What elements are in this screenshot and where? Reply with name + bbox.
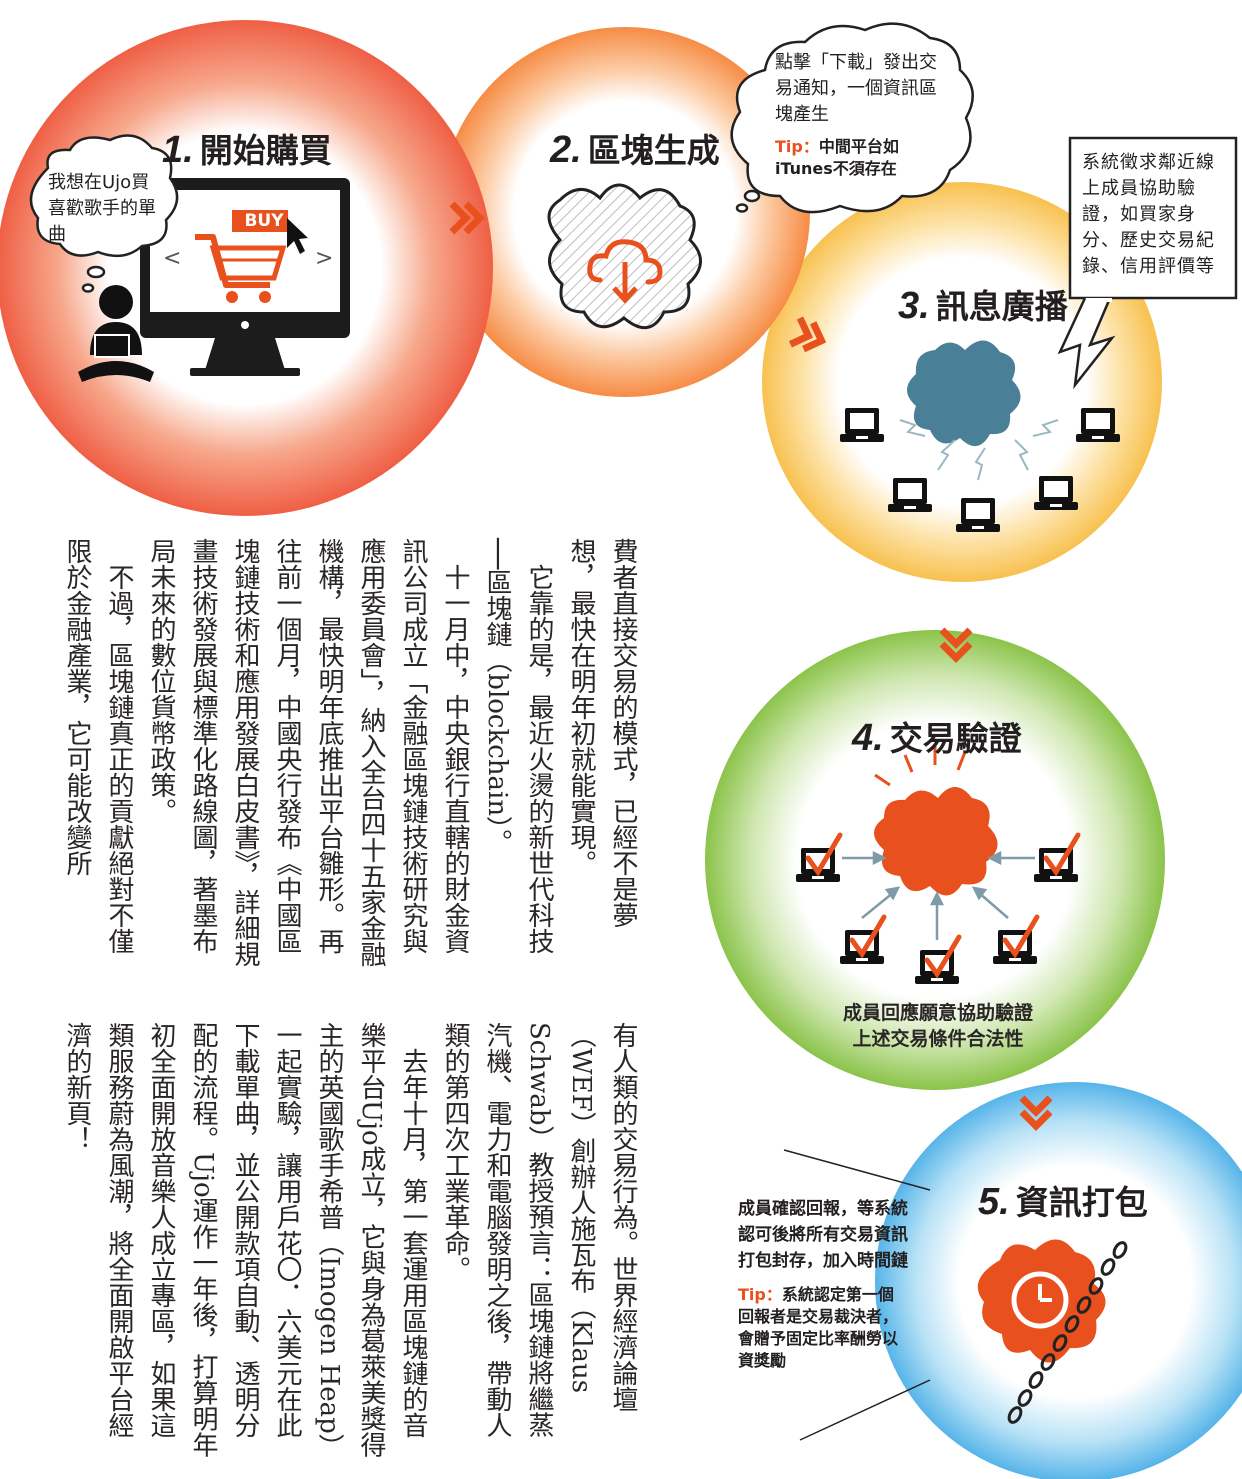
thought-text-step1: 我想在Ujo買喜歡歌手的單曲 (48, 172, 156, 245)
person-laptop-icon (78, 285, 154, 382)
step1-title: 1.開始購買 (162, 129, 332, 171)
thought-bubble-step1 (29, 134, 179, 293)
step4-title: 4.交易驗證 (852, 717, 1022, 759)
callout-text-step3: 系統徵求鄰近線上成員協助驗證，如買家身分、歷史交易紀錄、信用評價等 (1082, 152, 1215, 277)
note-step5: 成員確認回報，等系統認可後將所有交易資訊打包封存，加入時間鏈 Tip：系統認定第… (738, 1199, 908, 1370)
puzzle-piece-icon (547, 183, 702, 329)
puzzle-piece-orange-icon (874, 745, 998, 896)
signal-zigzags (899, 419, 1059, 481)
thought-bubble-step2 (730, 22, 974, 214)
laptop-icon (956, 498, 1000, 532)
paragraph: 它靠的是，最近火燙的新世代科技──區塊鏈（blockchain）。 (482, 538, 554, 954)
laptop-icon (888, 478, 932, 512)
laptop-icon (1034, 476, 1078, 510)
pointer-line (783, 1149, 931, 1191)
paragraph: 不過，區塊鏈真正的貢獻絕對不僅限於金融產業，它可能改變所 (62, 538, 134, 954)
caption-step4: 成員回應願意協助驗證 上述交易條件合法性 (842, 1002, 1033, 1050)
lightning-icon (1057, 297, 1116, 390)
laptop-icon (840, 930, 884, 964)
puzzle-piece-blue-icon (907, 340, 1021, 447)
paragraph: 費者直接交易的模式，已經不是夢想，最快在明年初就能實現。 (566, 538, 638, 928)
laptop-icon (915, 950, 959, 984)
paragraph: 有人類的交易行為。世界經濟論壇（WEF）創辦人施瓦布（Klaus Schwab）… (440, 1022, 638, 1438)
paragraph: 十一月中，中央銀行直轄的財金資訊公司成立「金融區塊鏈技術研究與應用委員會」，納入… (146, 538, 470, 967)
svg-text:<: < (163, 246, 181, 271)
laptop-icon (1034, 848, 1078, 882)
step2-title: 2.區塊生成 (550, 129, 720, 171)
thought-text-step2: 點擊「下載」發出交易通知，一個資訊區塊產生 Tip：中間平台如iTunes不須存… (775, 50, 945, 180)
verify-arrows (842, 850, 1035, 940)
cloud-download-icon (587, 239, 663, 304)
svg-text:>: > (315, 246, 333, 271)
buy-label: BUY (244, 211, 284, 231)
tip-step2: Tip：中間平台如iTunes不須存在 (775, 137, 899, 178)
article-column-1: 費者直接交易的模式，已經不是夢想，最快在明年初就能實現。 它靠的是，最近火燙的新… (56, 538, 644, 974)
laptop-icon (840, 408, 884, 442)
paragraph: 去年十月，第一套運用區塊鏈的音樂平台Ujo成立，它與身為葛萊美獎得主的英國歌手希… (62, 1022, 428, 1458)
laptop-icon (796, 848, 840, 882)
shopping-cart-icon (195, 210, 308, 303)
tip-step5: Tip：系統認定第一個回報者是交易裁決者，會贈予固定比率酬勞以資獎勵 (738, 1285, 899, 1370)
laptop-icon (993, 930, 1037, 964)
step5-title: 5.資訊打包 (978, 1181, 1148, 1223)
chain-icon (1007, 1241, 1128, 1424)
speech-callout-step3 (1068, 136, 1238, 300)
puzzle-piece-clock-icon (977, 1239, 1106, 1363)
article-column-2: 有人類的交易行為。世界經濟論壇（WEF）創辦人施瓦布（Klaus Schwab）… (56, 1022, 644, 1458)
step3-title: 3.訊息廣播 (898, 285, 1068, 327)
pointer-line (799, 1379, 931, 1441)
checkmark-icons (805, 832, 1081, 979)
laptop-icon (1076, 408, 1120, 442)
